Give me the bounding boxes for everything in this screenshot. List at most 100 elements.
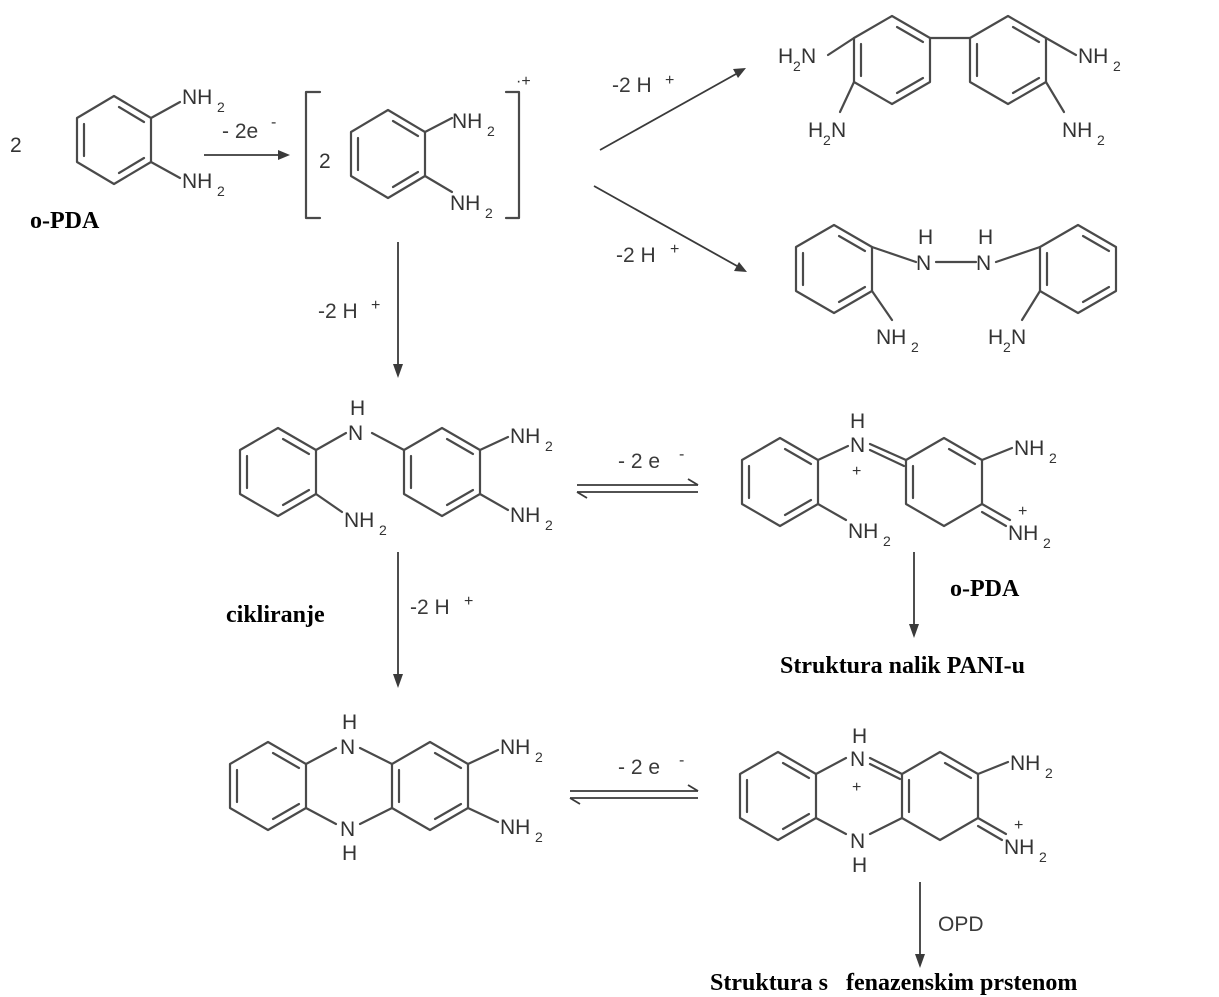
nitrogen: N bbox=[1011, 326, 1026, 349]
subscript: 2 bbox=[379, 522, 387, 538]
subscript: 2 bbox=[217, 183, 225, 199]
amino-label: NH bbox=[1008, 522, 1038, 545]
subscript: 2 bbox=[1045, 765, 1053, 781]
subscript: 2 bbox=[1043, 535, 1051, 551]
condition-oxidation-2: - 2 e bbox=[618, 450, 660, 473]
amino-label: NH bbox=[1010, 752, 1040, 775]
condition-oxidation-3: - 2 e bbox=[618, 756, 660, 779]
hydrogen: H bbox=[852, 854, 867, 877]
condition-opd: OPD bbox=[938, 913, 984, 936]
arrow-oxidation-1 bbox=[204, 150, 290, 160]
subscript: 2 bbox=[793, 58, 801, 74]
hydrogen: H bbox=[350, 397, 365, 420]
amino-label: NH bbox=[848, 520, 878, 543]
oxidized-dimer-molecule: H N + NH 2 NH 2 + NH 2 bbox=[740, 410, 1057, 551]
hydrogen: H bbox=[850, 410, 865, 433]
subscript: 2 bbox=[911, 339, 919, 355]
arrow-to-phenazine bbox=[915, 882, 925, 968]
subscript: 2 bbox=[535, 749, 543, 765]
nitrogen: N bbox=[340, 736, 355, 759]
hydrogen: H bbox=[852, 725, 867, 748]
condition-h-right: -2 H bbox=[616, 244, 656, 267]
nitrogen: N bbox=[348, 422, 363, 445]
subscript: 2 bbox=[535, 829, 543, 845]
label-opda-right: o-PDA bbox=[950, 576, 1020, 602]
amino-label: NH bbox=[450, 192, 480, 215]
charge-plus: + bbox=[1014, 817, 1023, 834]
subscript: 2 bbox=[883, 533, 891, 549]
amino-label: NH bbox=[500, 736, 530, 759]
coefficient-2: 2 bbox=[10, 134, 22, 157]
label-opda-start: o-PDA bbox=[30, 208, 100, 234]
amino-label: NH bbox=[510, 504, 540, 527]
dihydrophenazine-molecule: H N N H NH 2 NH 2 bbox=[228, 711, 543, 865]
phenazinium-molecule: H N + N H NH 2 + NH 2 bbox=[738, 725, 1053, 877]
arrow-down-1 bbox=[393, 242, 403, 378]
hydrogen: H bbox=[978, 226, 993, 249]
subscript: 2 bbox=[217, 99, 225, 115]
opda-molecule: 2 NH 2 NH 2 bbox=[10, 86, 225, 199]
arrow-to-pani bbox=[909, 552, 919, 638]
coefficient-2: 2 bbox=[319, 150, 331, 173]
amino-label: H bbox=[988, 326, 1003, 349]
condition-h-cyclization: -2 H bbox=[410, 596, 450, 619]
nitrogen: N bbox=[850, 748, 865, 771]
amino-label: NH bbox=[1078, 45, 1108, 68]
amino-label: NH bbox=[182, 86, 212, 109]
arrow-to-hydrazine bbox=[593, 185, 747, 272]
amino-label: NH bbox=[500, 816, 530, 839]
arrow-to-benzidine bbox=[599, 68, 746, 151]
subscript: 2 bbox=[1039, 849, 1047, 865]
nitrogen: N bbox=[916, 252, 931, 275]
nitrogen: N bbox=[850, 830, 865, 853]
amino-label: NH bbox=[1004, 836, 1034, 859]
amino-label: NH bbox=[452, 110, 482, 133]
amino-label: NH bbox=[510, 425, 540, 448]
nitrogen: N bbox=[801, 45, 816, 68]
diaminobenzidine-molecule: H 2 N H 2 N NH 2 NH 2 bbox=[778, 14, 1121, 148]
aminodiphenylamine-molecule: H N NH 2 NH 2 NH 2 bbox=[238, 397, 553, 538]
charge-plus: + bbox=[371, 297, 380, 314]
amino-label: NH bbox=[1062, 119, 1092, 142]
nitrogen: N bbox=[340, 818, 355, 841]
subscript: 2 bbox=[1049, 450, 1057, 466]
charge-plus: + bbox=[1018, 503, 1027, 520]
charge-minus: - bbox=[271, 114, 276, 131]
subscript: 2 bbox=[487, 123, 495, 139]
label-pani-structure: Struktura nalik PANI-u bbox=[780, 653, 1025, 679]
equilibrium-arrow-2 bbox=[569, 784, 699, 805]
arrow-cyclization bbox=[393, 552, 403, 688]
hydrogen: H bbox=[918, 226, 933, 249]
radical-cation-charge: ·+ bbox=[516, 73, 531, 90]
hydrogen: H bbox=[342, 842, 357, 865]
subscript: 2 bbox=[485, 205, 493, 221]
amino-label: NH bbox=[876, 326, 906, 349]
amino-label: NH bbox=[1014, 437, 1044, 460]
charge-plus: + bbox=[464, 593, 473, 610]
hydrazine-dimer-molecule: H N H N NH 2 H 2 N bbox=[794, 223, 1118, 355]
subscript: 2 bbox=[545, 438, 553, 454]
label-cikliranje: cikliranje bbox=[226, 602, 325, 628]
condition-oxidation-1: - 2e bbox=[222, 120, 258, 143]
charge-plus: + bbox=[852, 463, 861, 480]
label-phenazine-structure: Struktura s fenazenskim prstenom bbox=[710, 970, 1077, 996]
charge-plus: + bbox=[665, 72, 674, 89]
hydrogen: H bbox=[342, 711, 357, 734]
amino-label: NH bbox=[344, 509, 374, 532]
nitrogen: N bbox=[831, 119, 846, 142]
subscript: 2 bbox=[545, 517, 553, 533]
subscript: 2 bbox=[1113, 58, 1121, 74]
condition-h-top-right: -2 H bbox=[612, 74, 652, 97]
charge-plus: + bbox=[670, 241, 679, 258]
nitrogen: N bbox=[976, 252, 991, 275]
charge-plus: + bbox=[852, 779, 861, 796]
amino-label: H bbox=[778, 45, 793, 68]
equilibrium-arrow-1 bbox=[576, 478, 699, 499]
amino-label: NH bbox=[182, 170, 212, 193]
subscript: 2 bbox=[823, 132, 831, 148]
condition-h-down: -2 H bbox=[318, 300, 358, 323]
amino-label: H bbox=[808, 119, 823, 142]
subscript: 2 bbox=[1097, 132, 1105, 148]
charge-minus: - bbox=[679, 446, 684, 463]
